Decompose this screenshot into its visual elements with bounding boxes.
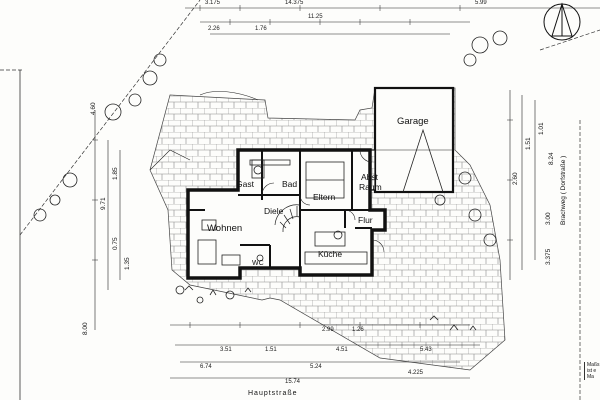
- dim-bottom-3: 4.225: [408, 370, 424, 376]
- dim-left-4: 1.35: [124, 257, 131, 270]
- stamp-line-1: ist e: [587, 368, 597, 374]
- dim-top-5: 1.76: [255, 26, 267, 32]
- label-kueche: Küche: [318, 249, 343, 259]
- dim-top-1: 14.375: [285, 0, 304, 6]
- label-garage: Garage: [397, 116, 429, 127]
- dim-right-4: 1.51: [525, 137, 532, 150]
- street-bottom: Hauptstraße: [248, 390, 298, 397]
- garage-outline: [373, 86, 455, 194]
- label-bad: Bad: [282, 179, 298, 189]
- label-wc: WC: [252, 260, 264, 267]
- label-diele: Diele: [264, 206, 284, 216]
- dim-left-0: 8.00: [82, 322, 89, 335]
- furniture: [197, 159, 368, 266]
- stamp-line-2: Ma: [587, 374, 594, 380]
- dim-bottom-6: 4.51: [336, 347, 348, 353]
- dim-bottom-8: 2.99: [322, 327, 334, 333]
- dim-top-4: 2.26: [208, 26, 220, 32]
- interior-walls: [188, 150, 372, 268]
- dim-bottom-7: 1.26: [352, 327, 364, 333]
- label-eltern: Eltern: [313, 192, 336, 202]
- scale-stamp: Maßs ist e Ma: [584, 362, 600, 380]
- dim-left-1: 9.71: [100, 197, 107, 210]
- label-raum: Raum: [359, 182, 382, 192]
- dim-left-3: 4.60: [90, 102, 97, 115]
- dim-left-5: 0.75: [112, 237, 119, 250]
- garage-door: [402, 128, 444, 193]
- label-flur: Flur: [358, 215, 373, 225]
- dim-top-2: 5.99: [475, 0, 487, 6]
- dim-bottom-9: 5.43: [420, 347, 432, 353]
- dim-right-0: 8.24: [548, 152, 555, 165]
- street-right: Brachweg ( Dorfstraße ): [560, 155, 567, 225]
- label-abst: Abst: [361, 172, 379, 182]
- dim-bottom-4: 3.51: [220, 347, 232, 353]
- dim-bottom-2: 15.74: [285, 379, 301, 385]
- dim-right-2: 3.375: [545, 248, 552, 265]
- dim-right-1: 3.00: [545, 212, 552, 225]
- stairs: [274, 204, 301, 233]
- dim-top-3: 11.25: [308, 14, 323, 20]
- dim-left-2: 1.85: [112, 167, 119, 180]
- dim-top-0: 3.175: [205, 0, 221, 6]
- trees: [33, 30, 508, 331]
- label-gast: Gast: [236, 179, 254, 189]
- dim-right-3: 2.60: [512, 172, 519, 185]
- dim-bottom-0: 6.74: [200, 364, 212, 370]
- label-wohnen: Wohnen: [207, 223, 243, 234]
- dimension-lines: [92, 5, 600, 379]
- door-swings: [261, 149, 385, 253]
- dim-bottom-5: 1.51: [265, 347, 277, 353]
- north-arrow-icon: [543, 2, 581, 41]
- dim-bottom-1: 5.24: [310, 364, 322, 370]
- dim-right-5: 1.01: [538, 122, 545, 135]
- stamp-line-0: Maßs: [587, 362, 600, 368]
